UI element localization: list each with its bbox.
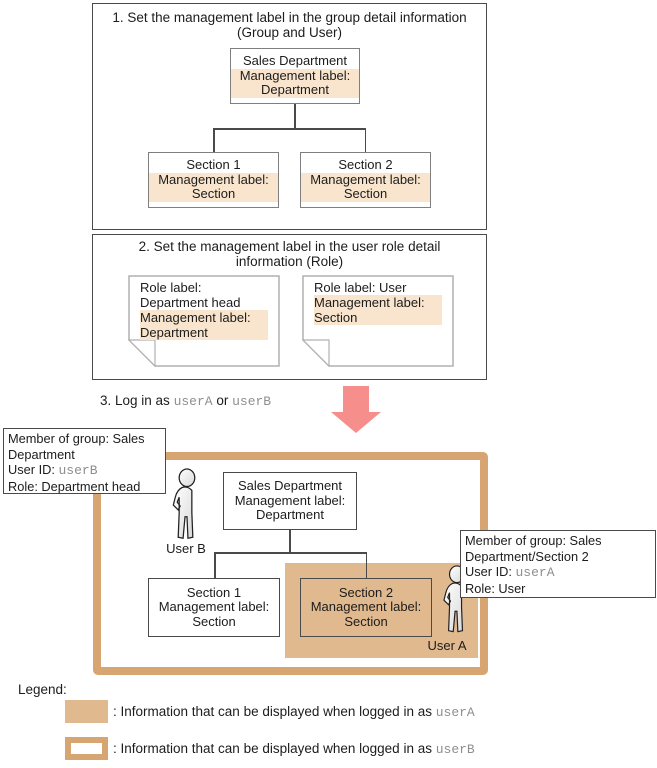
management-label-key: Management label:	[149, 172, 278, 188]
note-fold-icon	[302, 339, 330, 367]
member-of-group-line: Member of group: Sales	[465, 533, 602, 548]
userb-info-callout: Member of group: Sales Department User I…	[3, 428, 166, 494]
note-fold-icon	[128, 339, 156, 367]
management-label-key: Management label:	[301, 172, 430, 188]
management-label-key: Management label:	[231, 68, 359, 84]
member-of-group-line: Member of group: Sales	[8, 431, 145, 446]
management-label-key: Management label:	[314, 295, 442, 310]
connector-line	[364, 128, 366, 152]
member-of-group-line: Department/Section 2	[465, 548, 589, 564]
legend-usera-id: userA	[435, 705, 475, 720]
connector-line	[365, 552, 367, 578]
member-of-group-line: Department	[8, 446, 75, 462]
management-label-value: Section	[149, 187, 278, 202]
management-label-value: Department	[140, 325, 268, 340]
role-line: Role: Department head	[8, 478, 141, 494]
legend-title: Legend:	[18, 682, 67, 697]
legend-userb-text: : Information that can be displayed when…	[113, 741, 475, 757]
role-label-line: Department head	[140, 295, 241, 310]
legend-usera-text: : Information that can be displayed when…	[113, 704, 475, 720]
step3-userb: userB	[232, 394, 272, 409]
group-name: Sales Department	[242, 53, 348, 69]
down-arrow-icon	[331, 386, 381, 433]
usera-info-callout: Member of group: Sales Department/Sectio…	[460, 530, 656, 598]
connector-line	[214, 552, 367, 554]
role-line: Role: User	[465, 580, 526, 596]
step1-title-line1: 1. Set the management label in the group…	[112, 10, 467, 25]
management-label-value: Section	[314, 310, 442, 325]
role-note-department-head: Role label: Department head Management l…	[128, 275, 280, 367]
management-label-value: Department	[231, 83, 359, 98]
step3-usera: userA	[173, 394, 213, 409]
step1-title-line2: (Group and User)	[236, 25, 343, 40]
group-box-section2-bottom: Section 2 Management label: Section	[300, 578, 432, 637]
group-box-sales-department: Sales Department Management label: Depar…	[230, 48, 360, 104]
user-id-line: User ID: userB	[8, 462, 98, 478]
connector-line	[213, 128, 215, 152]
user-b-label: User B	[166, 541, 206, 556]
legend-userb-id: userB	[435, 742, 475, 757]
group-name: Section 1	[186, 157, 241, 173]
user-id-value: userA	[515, 565, 555, 580]
management-label-key: Management label:	[234, 492, 346, 508]
step2-title-line1: 2. Set the management label in the user …	[138, 239, 441, 254]
user-id-line: User ID: userA	[465, 564, 555, 580]
legend-userb-swatch	[65, 737, 108, 760]
user-id-value: userB	[58, 463, 98, 478]
group-name: Section 2	[338, 584, 394, 600]
group-name: Section 2	[338, 157, 393, 173]
management-label-key: Management label:	[140, 310, 268, 325]
management-label-value: Section	[192, 613, 236, 629]
role-label-line: Role label:	[140, 280, 202, 295]
user-b-person-icon	[172, 468, 196, 539]
step3-prefix: 3. Log in as	[100, 393, 174, 408]
connector-line	[214, 552, 216, 578]
group-name: Sales Department	[237, 478, 343, 494]
step2-title-line2: information (Role)	[235, 254, 344, 269]
role-label-line: Role label: User	[314, 280, 407, 295]
group-box-section1-bottom: Section 1 Management label: Section	[148, 578, 280, 637]
management-label-key: Management label:	[310, 599, 422, 615]
user-a-label: User A	[427, 638, 467, 653]
group-box-section2: Section 2 Management label: Section	[300, 152, 431, 208]
connector-line	[289, 530, 291, 553]
step3-or: or	[212, 393, 233, 408]
management-label-value: Department	[256, 507, 324, 523]
connector-line	[294, 104, 296, 128]
management-label-value: Section	[344, 613, 388, 629]
legend-usera-swatch	[65, 700, 108, 723]
group-name: Section 1	[186, 584, 242, 600]
connector-line	[213, 128, 366, 130]
role-note-user: Role label: User Management label: Secti…	[302, 275, 454, 367]
management-label-key: Management label:	[158, 599, 270, 615]
management-label-value: Section	[301, 187, 430, 202]
group-box-section1: Section 1 Management label: Section	[148, 152, 279, 208]
group-box-sales-department-bottom: Sales Department Management label: Depar…	[223, 472, 357, 530]
step3-text: 3. Log in as userA or userB	[100, 393, 271, 409]
